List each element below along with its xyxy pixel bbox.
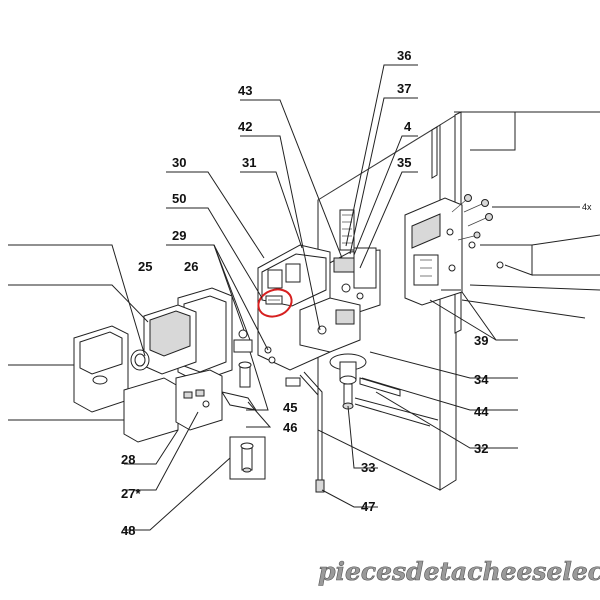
- callout-32: 32: [474, 441, 488, 456]
- callout-42: 42: [238, 119, 252, 134]
- callout-25: 25: [138, 259, 152, 274]
- callout-28: 28: [121, 452, 135, 467]
- callout-4x: 4x: [582, 202, 592, 212]
- callout-34: 34: [474, 372, 489, 387]
- callout-50: 50: [172, 191, 186, 206]
- lever-arm: [354, 397, 439, 427]
- highlight-circle: [257, 288, 293, 318]
- callout-37: 37: [397, 81, 411, 96]
- callout-39: 39: [474, 333, 488, 348]
- callout-29: 29: [172, 228, 186, 243]
- inset-part-48: [229, 436, 266, 480]
- callout-4: 4: [404, 119, 412, 134]
- highlighted-part: [265, 295, 283, 305]
- callout-46: 46: [283, 420, 297, 435]
- cover-panel-28: [123, 377, 179, 443]
- front-cover: [73, 325, 129, 413]
- callout-30: 30: [172, 155, 186, 170]
- valve-board: [325, 209, 381, 316]
- watermark-text: piecesdetacheeselec.com: [318, 557, 600, 586]
- keypad-panel-27: [175, 369, 223, 431]
- callout-45: 45: [283, 400, 297, 415]
- callout-26: 26: [184, 259, 198, 274]
- callout-27: 27*: [121, 486, 141, 501]
- lower-mechanism: [329, 353, 401, 410]
- callout-44: 44: [474, 404, 489, 419]
- callout-47: 47: [361, 499, 375, 514]
- dispenser-tube: [299, 371, 325, 493]
- callout-33: 33: [361, 460, 375, 475]
- screw-set: [451, 194, 504, 269]
- callout-labels: 36 43 37 42 4 30 31 35 50 29 25 26 39 34…: [121, 48, 592, 538]
- display-module-25: [143, 304, 197, 375]
- callout-43: 43: [238, 83, 252, 98]
- callout-48: 48: [121, 523, 135, 538]
- callout-36: 36: [397, 48, 411, 63]
- leader-lines: [8, 64, 600, 531]
- callout-31: 31: [242, 155, 256, 170]
- inner-frame: [257, 244, 361, 371]
- control-knob: [130, 349, 150, 371]
- callout-35: 35: [397, 155, 411, 170]
- mounting-bracket: [404, 197, 463, 306]
